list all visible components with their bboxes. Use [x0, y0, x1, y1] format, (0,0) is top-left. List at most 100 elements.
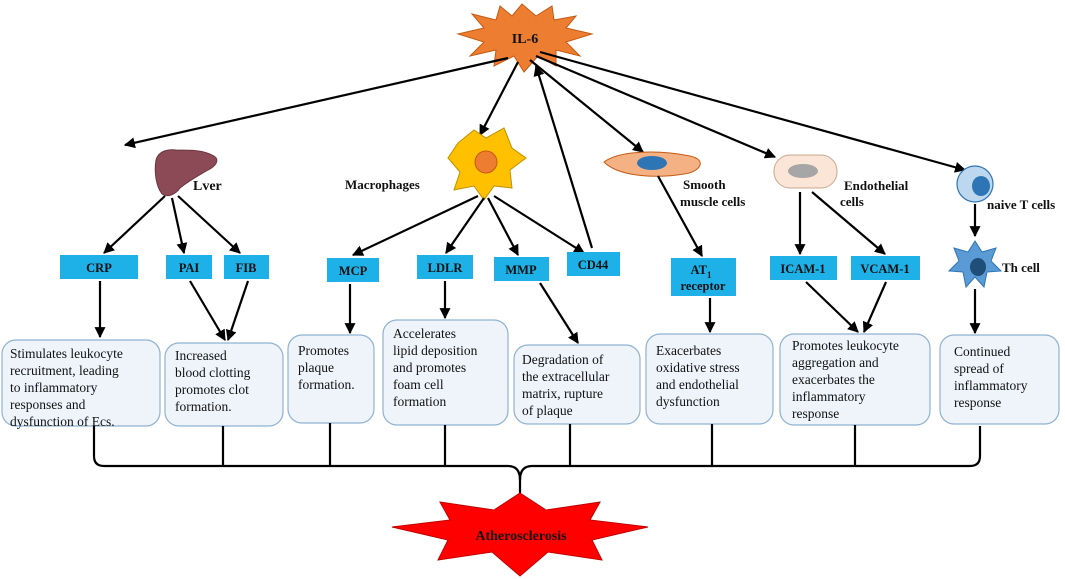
arrow-macrophage-ldlr — [445, 197, 485, 254]
effect-spread-line-1: Continued — [954, 344, 1010, 359]
effect-lipid-line-1: Accelerates — [393, 326, 456, 341]
effect-oxidative-line-4: dysfunction — [656, 394, 720, 409]
effect-plaque-line-1: Promotes — [298, 343, 349, 358]
effect-leukocyte-line-1: Promotes leukocyte — [792, 338, 899, 353]
atherosclerosis-starburst-icon — [391, 492, 649, 577]
effect-degradation-line-2: the extracellular — [522, 369, 610, 384]
vcam-label: VCAM-1 — [860, 262, 909, 276]
cd44-pill — [567, 252, 620, 276]
endothelial-label-2: cells — [840, 194, 864, 209]
mediators: CRP PAI FIB MCP LDLR MMP CD44 AT1 recept… — [60, 252, 920, 296]
effect-crp-line-2: recruitment, leading — [10, 363, 119, 378]
naive-t-cell-nucleus-icon — [972, 176, 990, 196]
il6-arrows — [123, 50, 967, 249]
effect-spread-line-2: spread of — [954, 361, 1004, 376]
arrow-macrophage-cd44 — [493, 195, 585, 254]
effect-crp-line-4: responses and — [10, 397, 86, 412]
liver-label: Lver — [193, 179, 222, 194]
arrow-vcam-leukocyte — [862, 281, 888, 334]
at1-main: AT — [691, 263, 708, 277]
effect-oxidative-line-3: and endothelial — [656, 377, 739, 392]
arrow-fib-clot — [225, 280, 250, 342]
liver-group: Lver — [154, 149, 222, 197]
fib-pill — [224, 255, 269, 279]
effect-crp-line-1: Stimulates leukocyte — [10, 346, 123, 361]
effect-lipid-line-4: foam cell — [393, 377, 444, 392]
endothelial-label-1: Endothelial — [844, 178, 909, 193]
crp-label: CRP — [86, 261, 112, 275]
effect-crp-line-3: to inflammatory — [10, 380, 98, 395]
icam-label: ICAM-1 — [780, 262, 825, 276]
at1-receptor-label: receptor — [681, 279, 726, 293]
arrow-il6-smooth-muscle — [529, 59, 644, 153]
target-mediator-arrows — [103, 175, 886, 257]
bracket-baseline — [92, 426, 982, 481]
mcp-label: MCP — [339, 264, 368, 278]
arrow-il6-endothelial — [535, 54, 777, 159]
il6-hub: IL-6 — [456, 3, 594, 73]
effect-degradation-line-1: Degradation of — [522, 352, 604, 367]
vcam-pill — [851, 256, 920, 280]
fib-label: FIB — [236, 261, 257, 275]
effect-box-oxidative — [645, 333, 774, 425]
at1-subscript: 1 — [707, 270, 712, 280]
icam-pill — [770, 256, 837, 280]
macrophages-label: Macrophages — [345, 177, 420, 192]
smooth-muscle-label-2: muscle cells — [680, 194, 745, 209]
naive-t-cells-label: naive T cells — [987, 197, 1055, 212]
smooth-muscle-label-1: Smooth — [683, 177, 726, 192]
at1-pill — [671, 258, 736, 296]
arrow-liver-fib — [177, 195, 241, 254]
arrow-macrophage-mmp — [487, 197, 519, 256]
arrow-il6-liver — [123, 56, 509, 149]
il6-starburst-icon — [456, 3, 594, 73]
il6-label: IL-6 — [512, 32, 538, 47]
smooth-muscle-nucleus-icon — [637, 156, 667, 170]
effects: Stimulates leukocyte recruitment, leadin… — [1, 319, 1060, 429]
ldlr-label: LDLR — [428, 261, 464, 275]
effect-crp-line-5: dysfunction of Ecs. — [10, 414, 115, 429]
at1-label: AT1 — [691, 263, 712, 280]
arrow-liver-crp — [103, 195, 166, 254]
ldlr-pill — [417, 255, 473, 279]
effect-box-crp — [1, 339, 161, 427]
macrophage-nucleus-icon — [474, 150, 498, 174]
endothelial-nucleus-icon — [788, 164, 818, 178]
mmp-label: MMP — [505, 263, 537, 277]
liver-icon — [154, 149, 218, 197]
effect-box-spread — [939, 334, 1060, 425]
effect-spread-line-4: response — [954, 395, 1001, 410]
effect-degradation-line-3: matrix, rupture — [522, 386, 603, 401]
pai-pill — [166, 255, 212, 279]
effect-plaque-line-3: formation. — [298, 377, 355, 392]
effect-lipid-line-3: and promotes — [393, 360, 466, 375]
smooth-muscle-group: Smooth muscle cells — [603, 151, 745, 209]
effect-leukocyte-line-5: response — [792, 406, 839, 421]
cd44-label: CD44 — [578, 258, 609, 272]
effect-clot-line-4: formation. — [175, 399, 232, 414]
arrow-macrophage-mcp — [352, 195, 479, 256]
effect-clot-line-2: blood clotting — [175, 365, 251, 380]
t-cell-group: naive T cells Th cell — [947, 165, 1055, 289]
effect-clot-line-3: promotes clot — [175, 382, 249, 397]
atherosclerosis-label: Atherosclerosis — [475, 529, 567, 544]
atherosclerosis-outcome: Atherosclerosis — [391, 492, 649, 577]
arrow-cd44-il6 — [533, 64, 594, 249]
macrophage-group: Macrophages — [345, 127, 527, 201]
arrow-icam-leukocyte — [805, 281, 859, 333]
effect-clot-line-1: Increased — [175, 348, 227, 363]
arrow-pai-clot — [189, 280, 226, 341]
pai-label: PAI — [179, 261, 200, 275]
effect-leukocyte-line-3: exacerbates the — [792, 372, 875, 387]
mcp-pill — [327, 258, 379, 282]
effect-leukocyte-line-2: aggregation and — [792, 355, 879, 370]
effect-plaque-line-2: plaque — [298, 360, 334, 375]
effect-lipid-line-2: lipid deposition — [393, 343, 478, 358]
th-cell-label: Th cell — [1002, 260, 1040, 275]
effect-leukocyte-line-4: inflammatory — [792, 389, 866, 404]
effect-spread-line-3: inflammatory — [954, 378, 1028, 393]
arrow-il6-macrophages — [479, 61, 519, 136]
arrow-mmp-degradation — [539, 282, 579, 344]
